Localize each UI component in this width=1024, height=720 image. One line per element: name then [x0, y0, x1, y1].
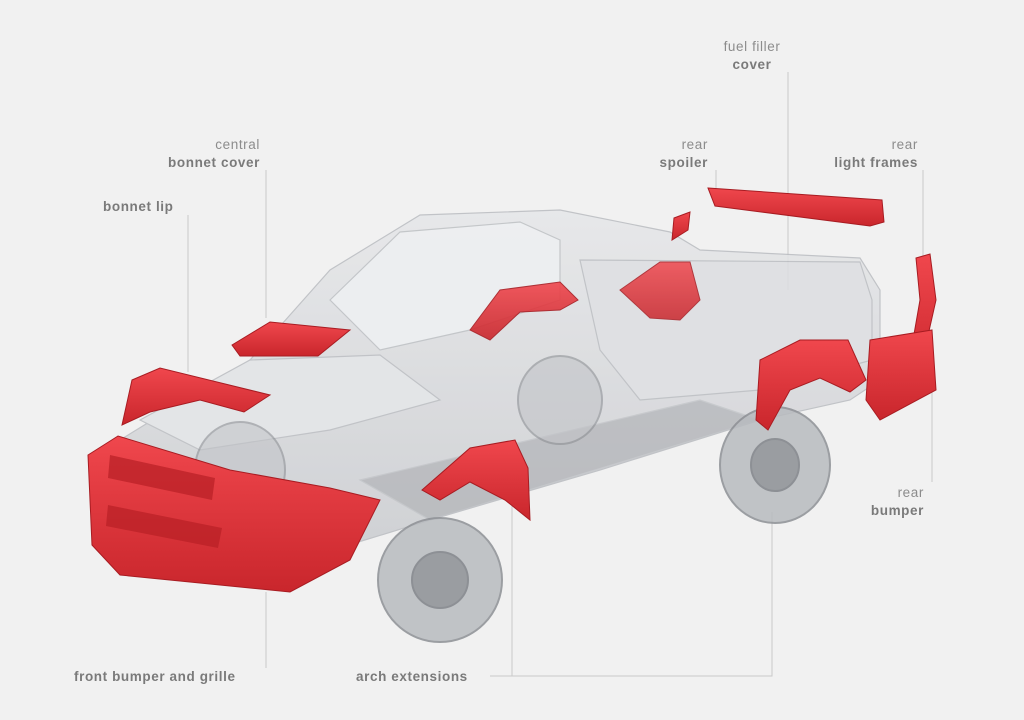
- bonnet-cover-part: [231, 321, 352, 357]
- label-arch-extensions: arch extensions: [356, 669, 468, 684]
- bonnet-lip-part: [121, 367, 272, 426]
- label-fuel-filler-cover: fuel filler cover: [723, 39, 781, 72]
- label-rear-light-frames: rear light frames: [834, 137, 918, 170]
- label-front-bumper-and-grille: front bumper and grille: [74, 669, 236, 684]
- rear-bumper-part: [865, 329, 937, 421]
- label-rear-spoiler: rear spoiler: [659, 137, 708, 170]
- bed-arch-part: [619, 261, 701, 321]
- front-arch-part: [421, 439, 531, 522]
- rear-spoiler-part: [707, 187, 885, 227]
- label-central-bonnet-cover: central bonnet cover: [168, 137, 260, 170]
- grille-mesh: [106, 455, 222, 548]
- label-bonnet-lip: bonnet lip: [103, 199, 174, 214]
- rear-arch-part: [755, 339, 867, 431]
- leader-lines: [187, 72, 933, 677]
- cab-arch-part: [469, 281, 579, 341]
- wheels: [194, 355, 831, 643]
- label-rear-bumper: rear bumper: [870, 485, 924, 518]
